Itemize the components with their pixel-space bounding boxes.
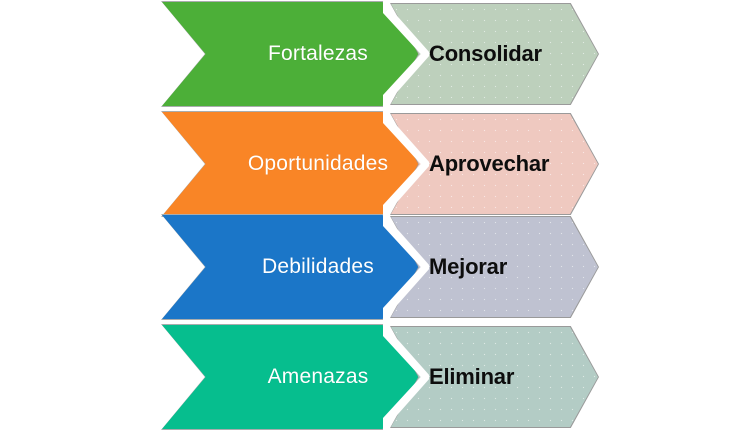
chevron-left-label: Debilidades [262,255,374,278]
chevron-right-label: Aprovechar [429,151,550,176]
diagram-row: Fortalezas Consolidar [0,0,750,108]
chevron-right-mejorar[interactable]: Mejorar [391,217,598,317]
diagram-row: Amenazas Eliminar [0,323,750,431]
chevron-right-label: Consolidar [429,41,542,66]
chevron-left-label: Fortalezas [267,42,369,65]
diagram-row: Oportunidades Aprovechar [0,110,750,218]
chevron-left-amenazas[interactable]: Amenazas [162,325,426,429]
chevron-right-consolidar[interactable]: Consolidar [391,4,598,104]
chevron-right-label: Mejorar [429,254,508,279]
chevron-left-fortalezas[interactable]: Fortalezas [162,2,426,106]
chevron-left-oportunidades[interactable]: Oportunidades [162,112,426,216]
diagram-row: Debilidades Mejorar [0,213,750,321]
chevron-left-label: Amenazas [267,365,369,388]
chevron-left-debilidades[interactable]: Debilidades [162,215,426,319]
chevron-left-label: Oportunidades [247,152,389,175]
chevron-right-label: Eliminar [429,364,515,389]
